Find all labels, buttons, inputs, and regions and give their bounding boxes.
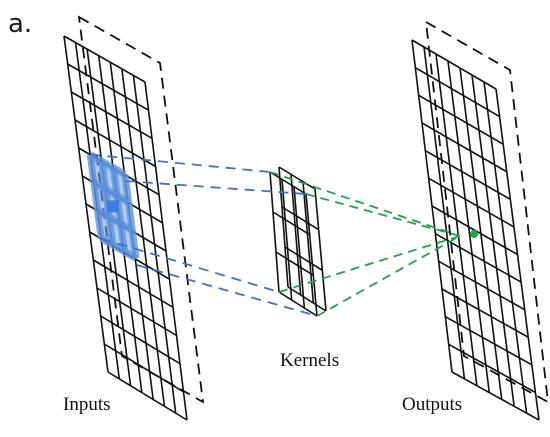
inputs-label: Inputs bbox=[63, 394, 111, 415]
kernel-back-vline bbox=[290, 174, 302, 296]
kernel-front-vline bbox=[293, 186, 306, 309]
kernel-back-vline bbox=[314, 188, 327, 312]
kernel-to-output-line bbox=[278, 235, 461, 293]
kernels-label: Kernels bbox=[280, 350, 339, 371]
input-grid-hline bbox=[67, 63, 149, 111]
input-to-kernel-lines bbox=[90, 153, 318, 317]
output-grid-hline bbox=[424, 149, 511, 201]
kernel bbox=[269, 166, 327, 317]
kernel-back-vline bbox=[278, 166, 289, 288]
outputs-label: Outputs bbox=[402, 394, 462, 415]
output-unit-dot bbox=[470, 230, 478, 238]
receptive-field-vline bbox=[86, 154, 105, 240]
input-grid-hline bbox=[63, 35, 146, 83]
kernel-back-hline bbox=[278, 166, 316, 190]
kernel-front-hline bbox=[272, 211, 311, 236]
kernel-back-hline bbox=[287, 286, 327, 312]
kernel-front-vline bbox=[305, 193, 318, 317]
output-grid-hline bbox=[448, 343, 536, 394]
receptive-field-hline bbox=[88, 151, 127, 178]
output-grid-hline bbox=[428, 177, 515, 228]
kernel-front-hline bbox=[278, 291, 318, 317]
receptive-field-vline bbox=[121, 173, 140, 259]
input-back-frame bbox=[77, 15, 205, 404]
input-grid-hline bbox=[100, 315, 181, 365]
output-grid-hline bbox=[411, 39, 497, 90]
input-grid-hline bbox=[92, 259, 174, 309]
kernel-to-output-line bbox=[305, 193, 461, 237]
output-grid-hline bbox=[441, 288, 529, 338]
receptive-field-center bbox=[107, 200, 120, 213]
receptive-field-hline bbox=[92, 179, 131, 206]
input-to-kernel-line bbox=[100, 237, 280, 293]
kernel-back-hline bbox=[284, 246, 323, 272]
kernel-grid bbox=[269, 171, 318, 317]
kernel-to-output-lines bbox=[269, 171, 461, 317]
kernel-to-output-line bbox=[316, 235, 461, 317]
kernel-back-hline bbox=[281, 206, 320, 231]
kernel-to-output-line bbox=[269, 171, 461, 237]
output-grid-hline bbox=[434, 232, 522, 283]
output-grid-hline bbox=[421, 122, 508, 173]
receptive-field-highlight bbox=[86, 151, 140, 262]
output-grid-hline bbox=[444, 315, 533, 366]
output-grid-hline bbox=[414, 66, 500, 118]
output-grid-hline bbox=[418, 94, 504, 145]
input-grid-hline bbox=[107, 371, 188, 421]
input-to-kernel-line bbox=[136, 264, 318, 317]
input-grid-hline bbox=[96, 287, 177, 337]
output-back-frame bbox=[424, 20, 550, 404]
output-feature-map bbox=[411, 20, 550, 421]
input-to-kernel-line bbox=[125, 180, 307, 195]
kernel-back-vline bbox=[302, 181, 315, 304]
output-grid bbox=[411, 39, 540, 421]
input-to-kernel-line bbox=[90, 153, 271, 173]
panel-label: a. bbox=[8, 9, 32, 39]
input-grid-hline bbox=[103, 343, 184, 393]
receptive-field-hline bbox=[95, 207, 135, 234]
input-grid-hline bbox=[70, 91, 153, 140]
kernel-front-hline bbox=[275, 251, 314, 277]
kernel-front-vline bbox=[281, 179, 293, 301]
receptive-field-hline bbox=[99, 235, 138, 262]
kernel-front-hline bbox=[269, 171, 307, 195]
kernel-front-vline bbox=[269, 171, 280, 293]
output-grid-hline bbox=[451, 371, 540, 421]
output-grid-hline bbox=[438, 260, 526, 311]
kernel-back-layer bbox=[278, 166, 327, 312]
